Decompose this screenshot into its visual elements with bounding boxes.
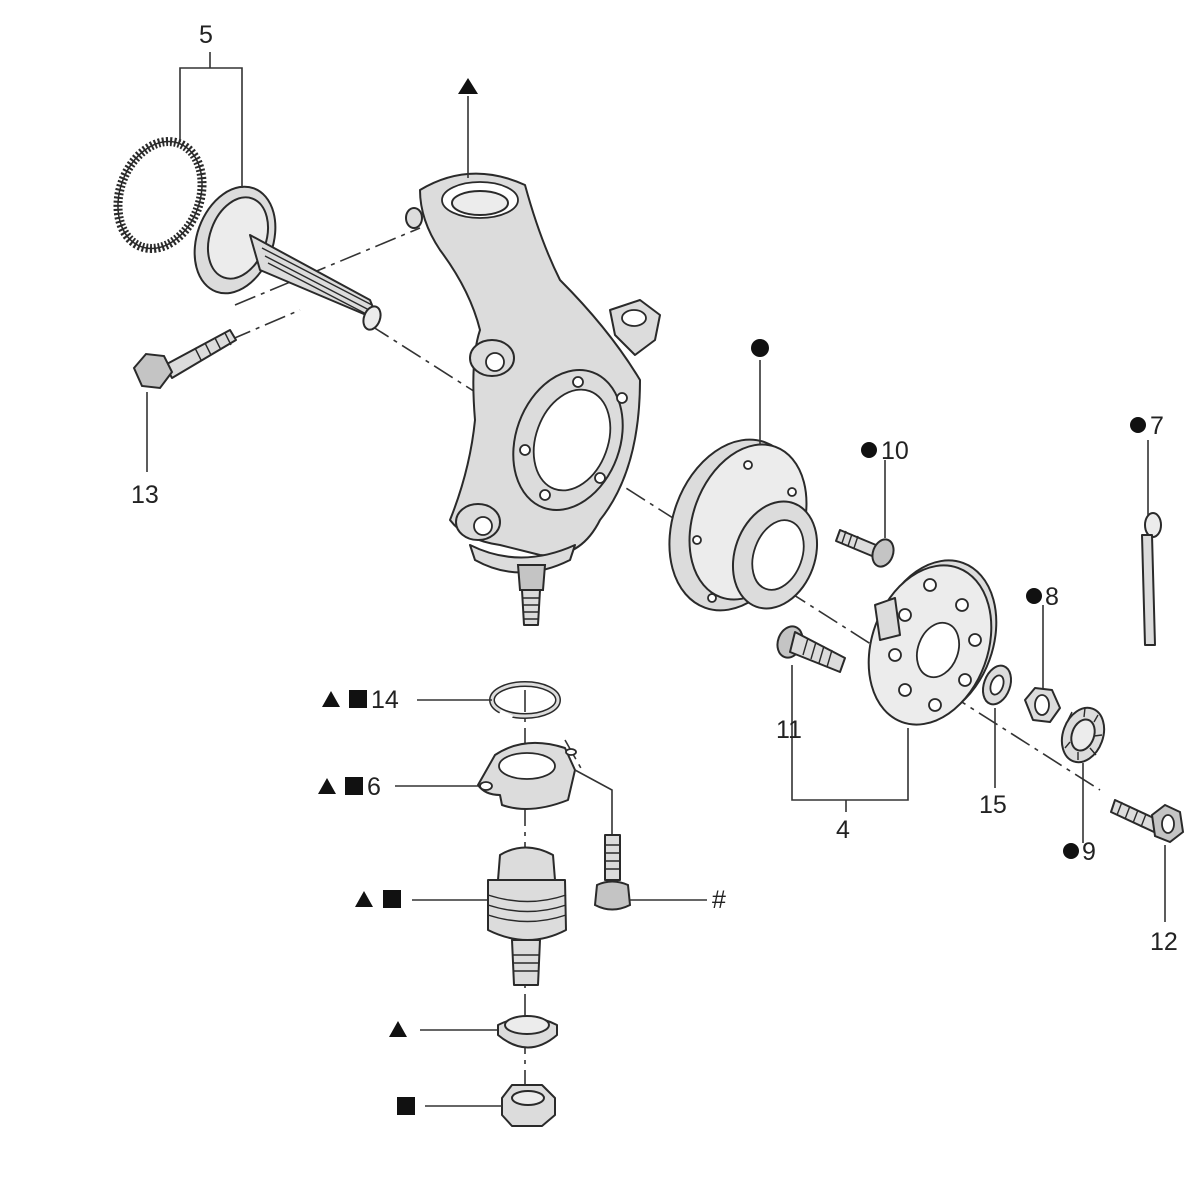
square-icon — [349, 690, 367, 708]
castle-cap-9 — [1060, 706, 1106, 843]
abs-tone-ring — [113, 137, 207, 253]
label-12: 12 — [1150, 928, 1178, 956]
triangle-icon — [458, 78, 478, 94]
label-7: 7 — [1150, 412, 1164, 440]
callout-labels: 5 13 10 7 8 11 4 15 9 12 14 6 # — [131, 21, 1178, 1115]
circlip-14 — [417, 681, 561, 721]
bolt-12 — [1110, 799, 1185, 922]
square-icon — [383, 890, 401, 908]
wheel-stud-11 — [776, 625, 846, 673]
square-icon — [397, 1097, 415, 1115]
label-4: 4 — [836, 816, 850, 844]
label-13: 13 — [131, 481, 159, 509]
drive-shaft — [193, 185, 382, 331]
bolt-hash — [593, 834, 707, 911]
dot-icon — [1130, 417, 1146, 433]
wheel-hub — [867, 559, 998, 726]
triangle-icon — [355, 891, 373, 907]
callout-knuckle — [458, 78, 478, 178]
dot-icon — [751, 339, 769, 357]
triangle-icon — [389, 1021, 407, 1037]
label-15: 15 — [979, 791, 1007, 819]
washer-15 — [981, 664, 1013, 788]
dot-icon — [1063, 843, 1079, 859]
steering-knuckle — [405, 172, 661, 626]
wheel-bearing — [668, 438, 819, 612]
label-8: 8 — [1045, 583, 1059, 611]
dot-icon — [1026, 588, 1042, 604]
label-10: 10 — [881, 437, 909, 465]
bolt-13 — [132, 329, 237, 472]
label-14: 14 — [371, 686, 399, 714]
dust-cup — [420, 1015, 558, 1049]
socket-bolt-10 — [835, 460, 895, 568]
retainer-plate-6 — [395, 741, 613, 835]
hub-nut-8 — [1024, 605, 1061, 723]
label-5: 5 — [199, 21, 213, 49]
triangle-icon — [322, 691, 340, 707]
square-icon — [345, 777, 363, 795]
callout-bearing — [751, 339, 769, 445]
cotter-pin-7 — [1141, 440, 1162, 646]
label-hash: # — [712, 886, 726, 914]
triangle-icon — [318, 778, 336, 794]
label-6: 6 — [367, 773, 381, 801]
ball-joint-nut — [425, 1084, 556, 1127]
bracket-4 — [791, 665, 909, 812]
label-9: 9 — [1082, 838, 1096, 866]
dot-icon — [861, 442, 877, 458]
ball-joint — [412, 846, 567, 986]
label-11: 11 — [776, 716, 802, 744]
bracket-5 — [179, 52, 243, 188]
